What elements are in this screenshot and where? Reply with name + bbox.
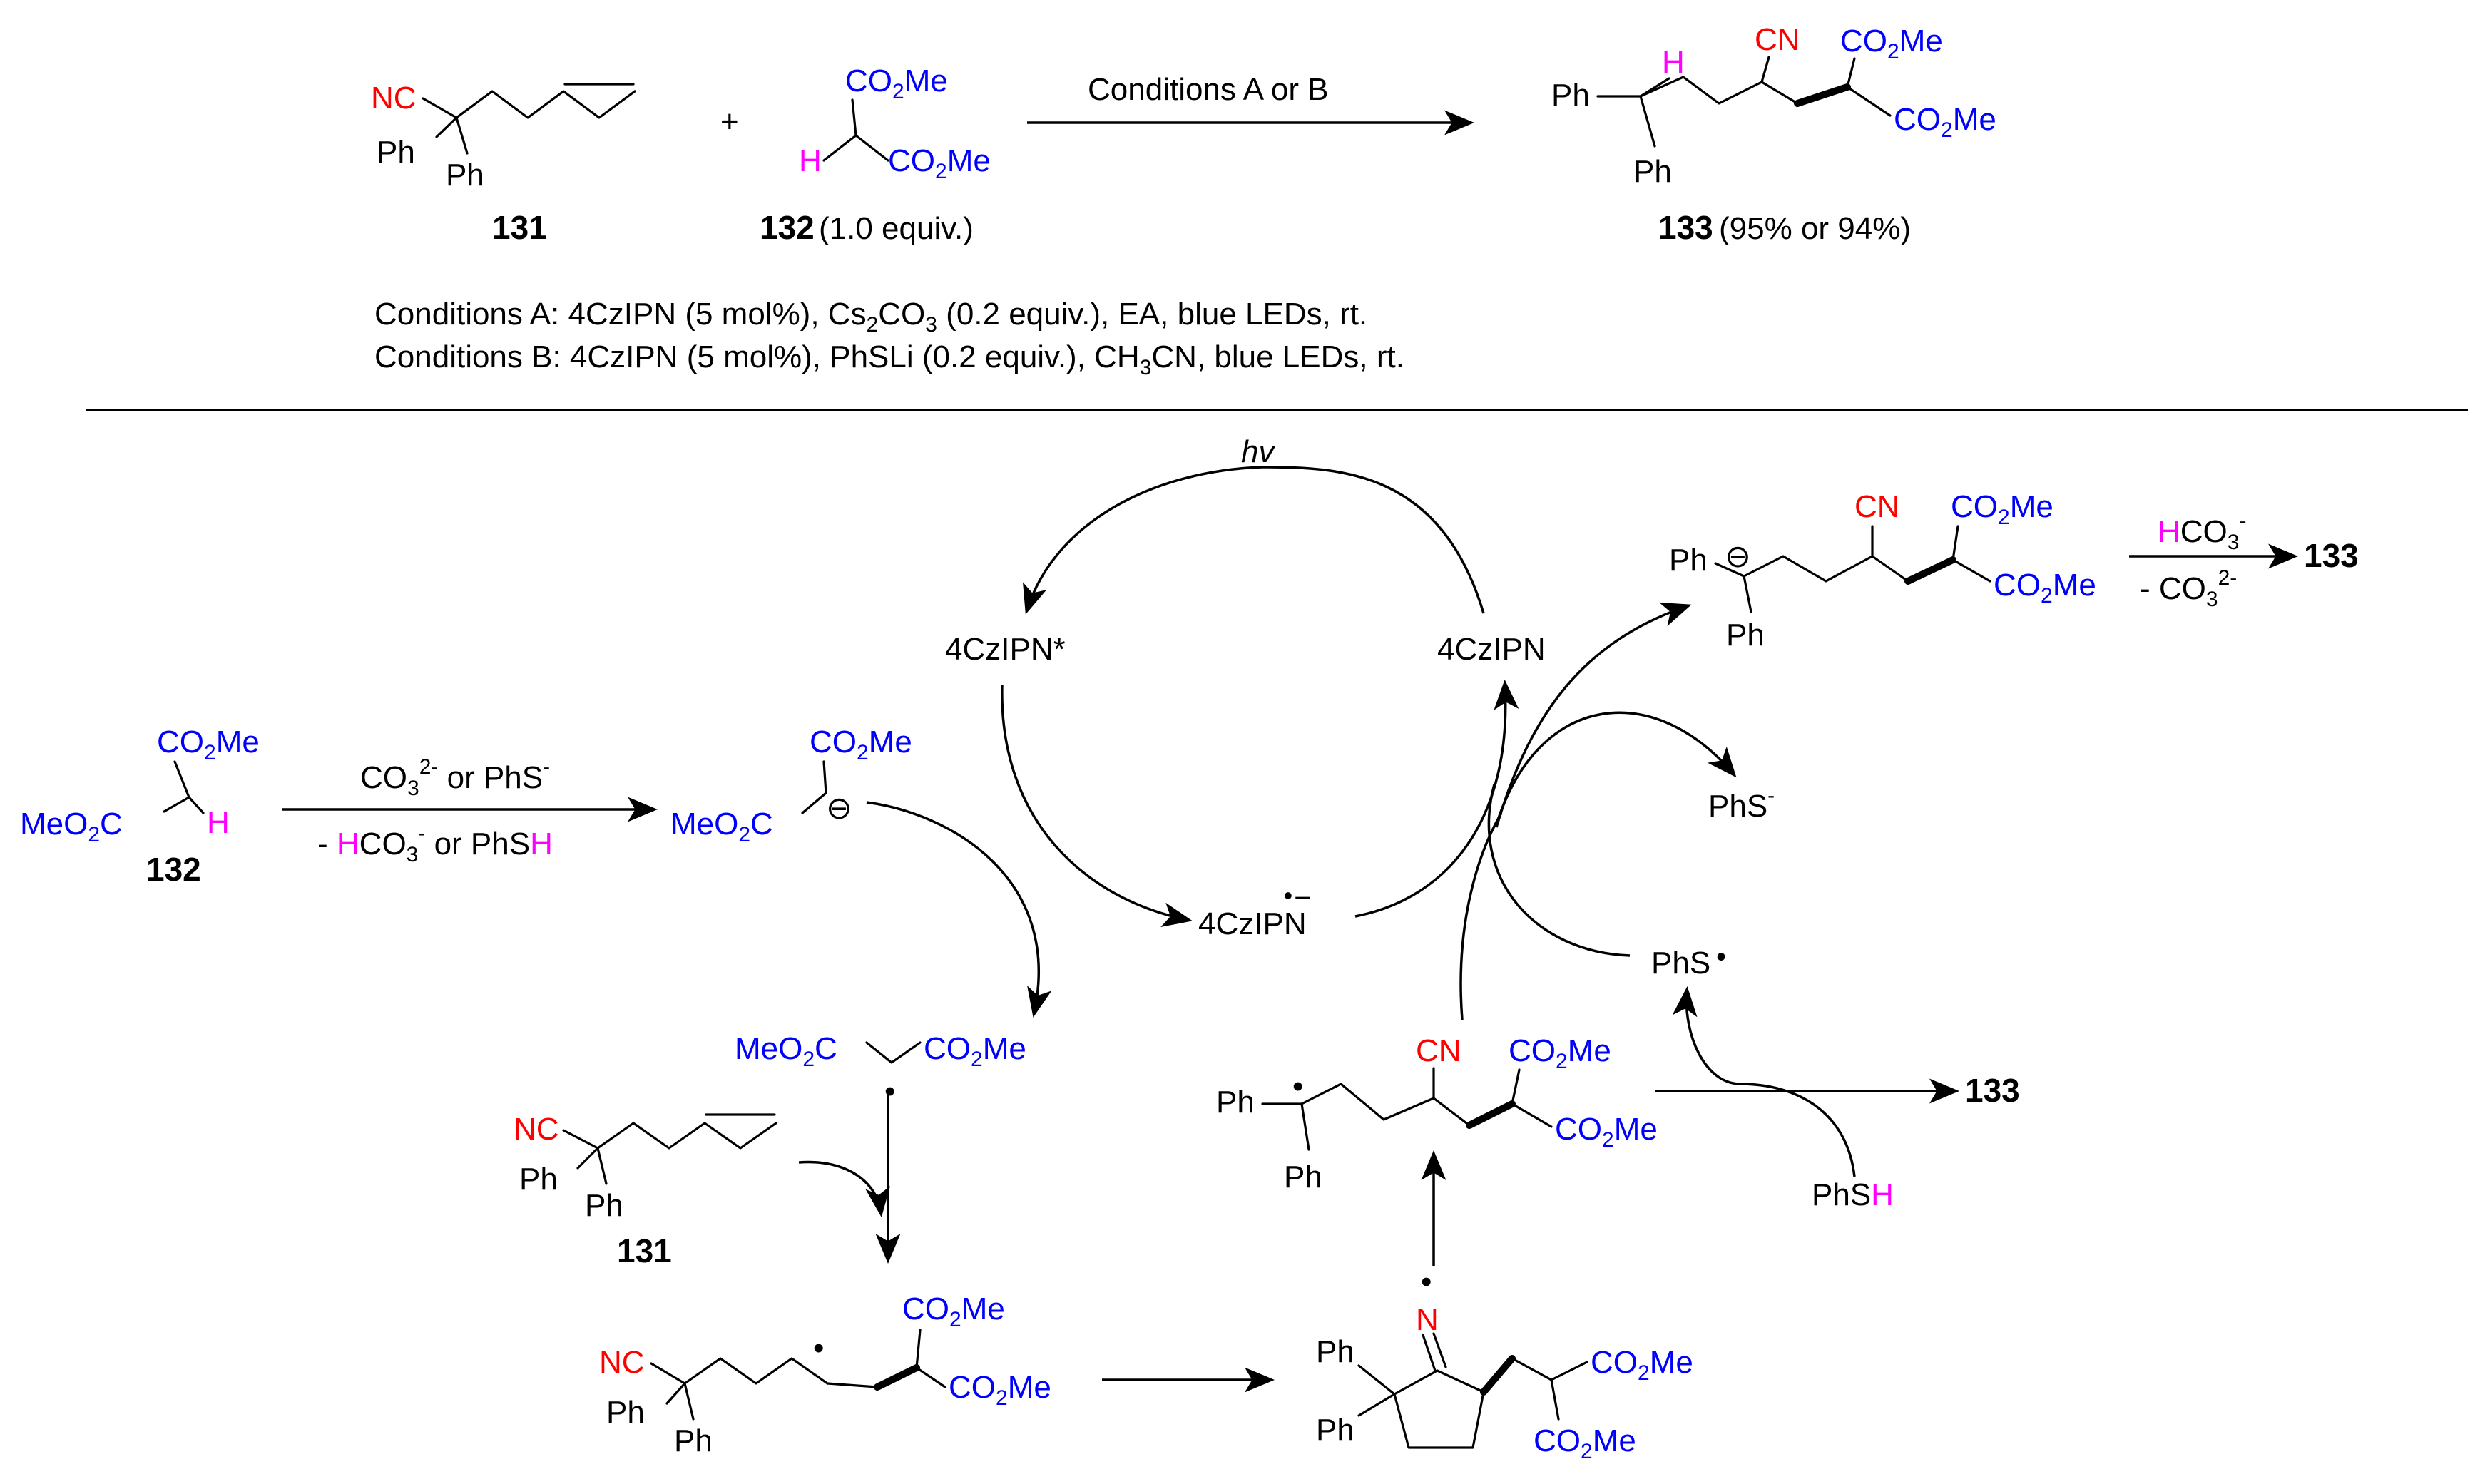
conditions-a: Conditions A: 4CzIPN (5 mol%), Cs2CO3 (0…: [374, 297, 1367, 337]
co2me-label: CO2Me: [924, 1031, 1026, 1071]
co2me-label: CO2Me: [1994, 568, 2096, 608]
co2me-label: CO2Me: [157, 725, 260, 764]
ph-label: Ph: [519, 1162, 558, 1197]
phs-anion: PhS-: [1708, 784, 1775, 824]
ph-label: Ph: [377, 135, 415, 170]
catalyst-excited: 4CzIPN*: [945, 632, 1066, 667]
deprotonation-reagents: CO32- or PhS-: [360, 755, 550, 800]
compound-133-top: Ph H Ph CN CO2Me CO2Me 133 (95% or 94%): [1551, 22, 1996, 246]
ph-label: Ph: [1726, 618, 1765, 653]
n-label: N: [1416, 1302, 1439, 1337]
compound-number-132: 132: [760, 209, 815, 246]
phs-radical: PhS•: [1651, 941, 1726, 981]
meo2c-label: MeO2C: [735, 1031, 837, 1071]
radical-dot: •: [1292, 1069, 1303, 1104]
equiv-label: (1.0 equiv.): [819, 211, 974, 246]
benzhydryl-radical: Ph Ph • CN CO2Me CO2Me: [1216, 1033, 1658, 1194]
conditions-arrow-label: Conditions A or B: [1088, 72, 1329, 107]
hco3-label: HCO3-: [2158, 509, 2246, 554]
nc-label: NC: [514, 1112, 559, 1147]
set-arrow: [1001, 684, 1193, 928]
addition-curved-arrow: [798, 1160, 890, 1217]
malonyl-radical: MeO2C CO2Me •: [735, 1031, 1026, 1109]
ph-label: Ph: [1316, 1413, 1354, 1448]
catalyst-radical-anion: 4CzIPN•–: [1198, 881, 1310, 941]
co2me-label: CO2Me: [1591, 1345, 1693, 1385]
ph-label: Ph: [1669, 543, 1708, 578]
h-label: H: [1662, 45, 1685, 80]
ph-label: Ph: [674, 1423, 713, 1458]
compound-number-133: 133: [1965, 1072, 2020, 1109]
cn-label: CN: [1854, 489, 1900, 524]
carbanion-intermediate: Ph Ph ⊖ CN CO2Me CO2Me: [1669, 489, 2096, 653]
co2me-label: CO2Me: [1894, 102, 1996, 142]
compound-number-131: 131: [492, 209, 547, 246]
catalyst-ground: 4CzIPN: [1437, 632, 1546, 667]
co2me-label: CO2Me: [888, 143, 991, 183]
anion-symbol: ⊖: [1725, 539, 1751, 574]
nc-label: NC: [599, 1345, 645, 1380]
co2me-label: CO2Me: [1840, 24, 1943, 63]
compound-number-133: 133: [2304, 537, 2359, 574]
co2me-label: CO2Me: [845, 63, 948, 103]
compound-131-mech: NC Ph Ph 131: [514, 1112, 777, 1269]
adduct-radical: NC Ph Ph CO2Me CO2Me •: [599, 1291, 1051, 1458]
yield-label: (95% or 94%): [1719, 211, 1911, 246]
deprotonation-byproducts: - HCO3- or PhSH: [317, 822, 553, 866]
anion-symbol: ⊖: [826, 791, 852, 826]
co2me-label: CO2Me: [1509, 1033, 1611, 1073]
radical-dot: •: [884, 1074, 895, 1109]
plus-sign: +: [720, 104, 739, 139]
compound-number-133: 133: [1658, 209, 1713, 246]
meo2c-label: MeO2C: [670, 807, 773, 846]
ph-label: Ph: [606, 1395, 645, 1430]
cn-label: CN: [1755, 22, 1800, 57]
regeneration-arrow: [1354, 680, 1519, 918]
phs-release-arrow: [1496, 711, 1737, 821]
iminyl-radical: Ph Ph N • CO2Me CO2Me: [1316, 1264, 1693, 1463]
ph-label: Ph: [1216, 1085, 1255, 1120]
radical-trunk: [1459, 812, 1503, 1020]
reduction-arrow: [1495, 602, 1692, 828]
phs-radical-loop: [1487, 784, 1631, 957]
compound-number-131: 131: [617, 1232, 672, 1269]
hv-label: hv: [1241, 434, 1276, 469]
co2me-label: CO2Me: [949, 1370, 1051, 1410]
co2me-label: CO2Me: [810, 725, 912, 764]
compound-132-top: CO2Me H CO2Me 132 (1.0 equiv.): [760, 63, 991, 246]
phsh-label: PhSH: [1812, 1177, 1894, 1212]
ph-label: Ph: [585, 1188, 623, 1223]
malonate-anion: CO2Me MeO2C ⊖: [670, 725, 912, 846]
h-label: H: [207, 805, 230, 840]
co2me-label: CO2Me: [902, 1291, 1005, 1331]
ph-label: Ph: [1633, 154, 1672, 189]
radical-dot: •: [1421, 1264, 1432, 1299]
co2me-label: CO2Me: [1534, 1423, 1636, 1463]
h-label: H: [799, 143, 822, 178]
co3-label: - CO32-: [2140, 566, 2237, 611]
oxidation-arrow: [866, 801, 1052, 1018]
ph-label: Ph: [446, 158, 484, 193]
hat-curved-arrow: [1672, 986, 1856, 1177]
nc-label: NC: [371, 81, 417, 116]
cn-label: CN: [1416, 1033, 1461, 1068]
co2me-label: CO2Me: [1555, 1112, 1658, 1152]
ph-label: Ph: [1316, 1334, 1354, 1369]
compound-number-132: 132: [146, 851, 201, 888]
ph-label: Ph: [1551, 78, 1590, 113]
excitation-arrow: [1023, 466, 1485, 615]
radical-dot: •: [813, 1331, 824, 1366]
co2me-label: CO2Me: [1951, 489, 2053, 529]
compound-131-top: NC Ph Ph 131: [371, 81, 636, 246]
compound-132-mech: CO2Me MeO2C H 132: [20, 725, 260, 888]
meo2c-label: MeO2C: [20, 807, 123, 846]
conditions-b: Conditions B: 4CzIPN (5 mol%), PhSLi (0.…: [374, 339, 1404, 379]
ph-label: Ph: [1284, 1160, 1322, 1194]
